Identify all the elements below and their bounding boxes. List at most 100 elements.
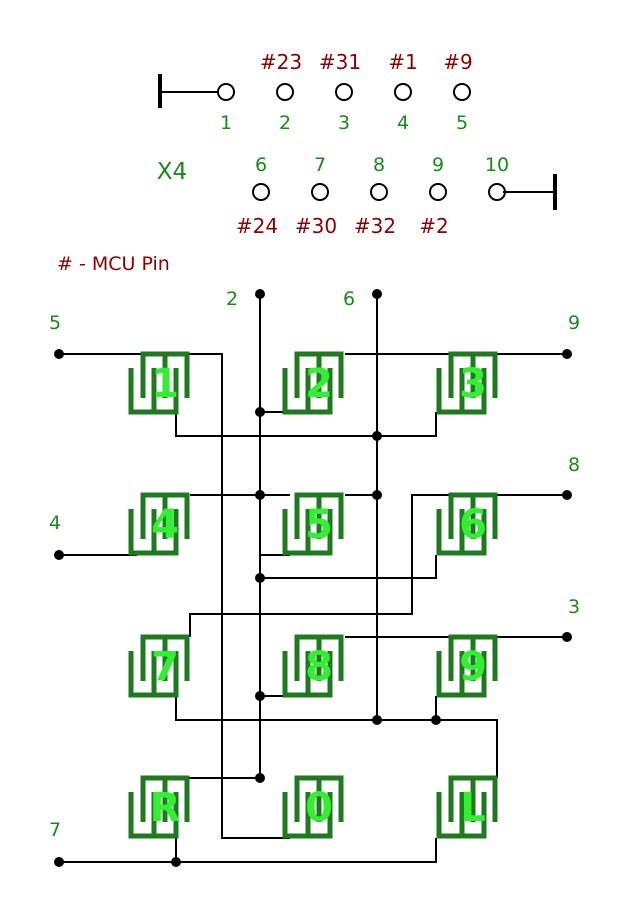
key-7: 7 <box>128 634 190 698</box>
terminal-7 <box>54 857 64 867</box>
key-3: 3 <box>436 351 498 415</box>
pin-number-3: 3 <box>338 112 350 134</box>
wire-label-3: 3 <box>568 596 580 618</box>
pin-number-6: 6 <box>255 154 267 176</box>
key-pad-comb-bottom <box>128 509 179 556</box>
key-pad-comb-bottom <box>282 651 333 698</box>
junction-dot <box>372 715 382 725</box>
key-pad-comb-top <box>140 634 190 681</box>
terminal-2 <box>255 289 265 299</box>
junctions <box>54 289 572 867</box>
key-pad-comb-top <box>140 351 190 398</box>
key-pad-comb-top <box>294 351 344 398</box>
key-pad-comb-bottom <box>282 792 333 839</box>
junction-dot <box>255 573 265 583</box>
wire-label-6: 6 <box>343 288 355 310</box>
wire-7 <box>59 838 437 863</box>
pin-number-8: 8 <box>373 154 385 176</box>
key-label: 0 <box>305 785 333 831</box>
key-r: R <box>128 775 190 839</box>
wire-label-9: 9 <box>568 312 580 334</box>
key-pad-comb-bottom <box>436 368 487 415</box>
pin-number-5: 5 <box>456 112 468 134</box>
wire-label-4: 4 <box>49 512 61 534</box>
key-pad-comb-bottom <box>282 368 333 415</box>
key-2: 2 <box>282 351 344 415</box>
key-label: 3 <box>459 361 487 407</box>
junction-dot <box>372 490 382 500</box>
mcu-pin-label-2: #23 <box>260 50 302 74</box>
key-9: 9 <box>436 634 498 698</box>
connector-pin-6 <box>252 183 270 201</box>
pin-number-2: 2 <box>279 112 291 134</box>
mcu-pin-label-3: #31 <box>319 50 361 74</box>
connector-label: X4 <box>157 159 187 185</box>
key-5: 5 <box>282 492 344 556</box>
wire-labels: 2 6 5 4 7 9 8 3 <box>49 288 580 841</box>
key-label: 4 <box>151 502 179 548</box>
wire-2-to-key6 <box>260 555 437 579</box>
key-pad-comb-bottom <box>436 792 487 839</box>
connector-pin-8 <box>370 183 388 201</box>
key-label: 1 <box>151 361 179 407</box>
key-label: R <box>150 785 181 831</box>
wire-label-8: 8 <box>568 454 580 476</box>
connector-pin-9 <box>429 183 447 201</box>
pin-number-9: 9 <box>432 154 444 176</box>
junction-dot <box>431 715 441 725</box>
connector-x4: #23 #31 #1 #9 1 2 3 4 5 X4 6 7 8 9 10 #2… <box>157 50 557 238</box>
key-pad-comb-top <box>448 492 498 539</box>
mcu-pin-label-8: #32 <box>354 214 396 238</box>
key-pad-comb-top <box>448 351 498 398</box>
key-pad-comb-bottom <box>436 651 487 698</box>
junction-dot <box>255 490 265 500</box>
pin-number-10: 10 <box>485 154 509 176</box>
terminal-3 <box>562 632 572 642</box>
wire-6-row1 <box>175 412 437 437</box>
key-label: 5 <box>305 502 333 548</box>
keypad-keys: 1 2 3 4 5 6 7 8 9R 0 L <box>128 351 498 839</box>
key-label: 6 <box>459 502 487 548</box>
key-pad-comb-bottom <box>436 509 487 556</box>
key-pad-comb-bottom <box>128 792 179 839</box>
key-6: 6 <box>436 492 498 556</box>
key-label: 9 <box>459 644 487 690</box>
wire-8 <box>189 494 567 637</box>
wire-label-7: 7 <box>49 819 61 841</box>
key-label: L <box>460 785 486 831</box>
key-l: L <box>436 775 498 839</box>
connector-pin-2 <box>276 83 294 101</box>
legend-mcu-pin: # - MCU Pin <box>57 253 170 275</box>
mcu-pin-label-5: #9 <box>443 50 472 74</box>
connector-pin-1 <box>217 83 235 101</box>
junction-dot <box>255 691 265 701</box>
junction-dot <box>372 431 382 441</box>
pin-number-4: 4 <box>397 112 409 134</box>
pin-number-1: 1 <box>220 112 232 134</box>
junction-dot <box>171 857 181 867</box>
wire-label-5: 5 <box>49 312 61 334</box>
terminal-9 <box>562 349 572 359</box>
wire-label-2: 2 <box>226 288 238 310</box>
connector-pin-5 <box>453 83 471 101</box>
key-pad-comb-top <box>140 775 190 822</box>
key-0: 0 <box>282 775 344 839</box>
wire-5 <box>59 353 290 839</box>
mcu-pin-label-9: #2 <box>419 214 448 238</box>
key-label: 7 <box>151 644 179 690</box>
key-1: 1 <box>128 351 190 415</box>
key-pad-comb-bottom <box>128 651 179 698</box>
terminal-4 <box>54 550 64 560</box>
key-pad-comb-top <box>294 492 344 539</box>
terminal-8 <box>562 490 572 500</box>
connector-pin-10 <box>488 183 506 201</box>
wire-6-row3 <box>175 696 498 778</box>
mcu-pin-label-6: #24 <box>236 214 278 238</box>
mcu-pin-label-7: #30 <box>295 214 337 238</box>
key-8: 8 <box>282 634 344 698</box>
pin-number-7: 7 <box>314 154 326 176</box>
key-pad-comb-top <box>448 775 498 822</box>
terminal-5 <box>54 349 64 359</box>
mcu-pin-label-4: #1 <box>388 50 417 74</box>
